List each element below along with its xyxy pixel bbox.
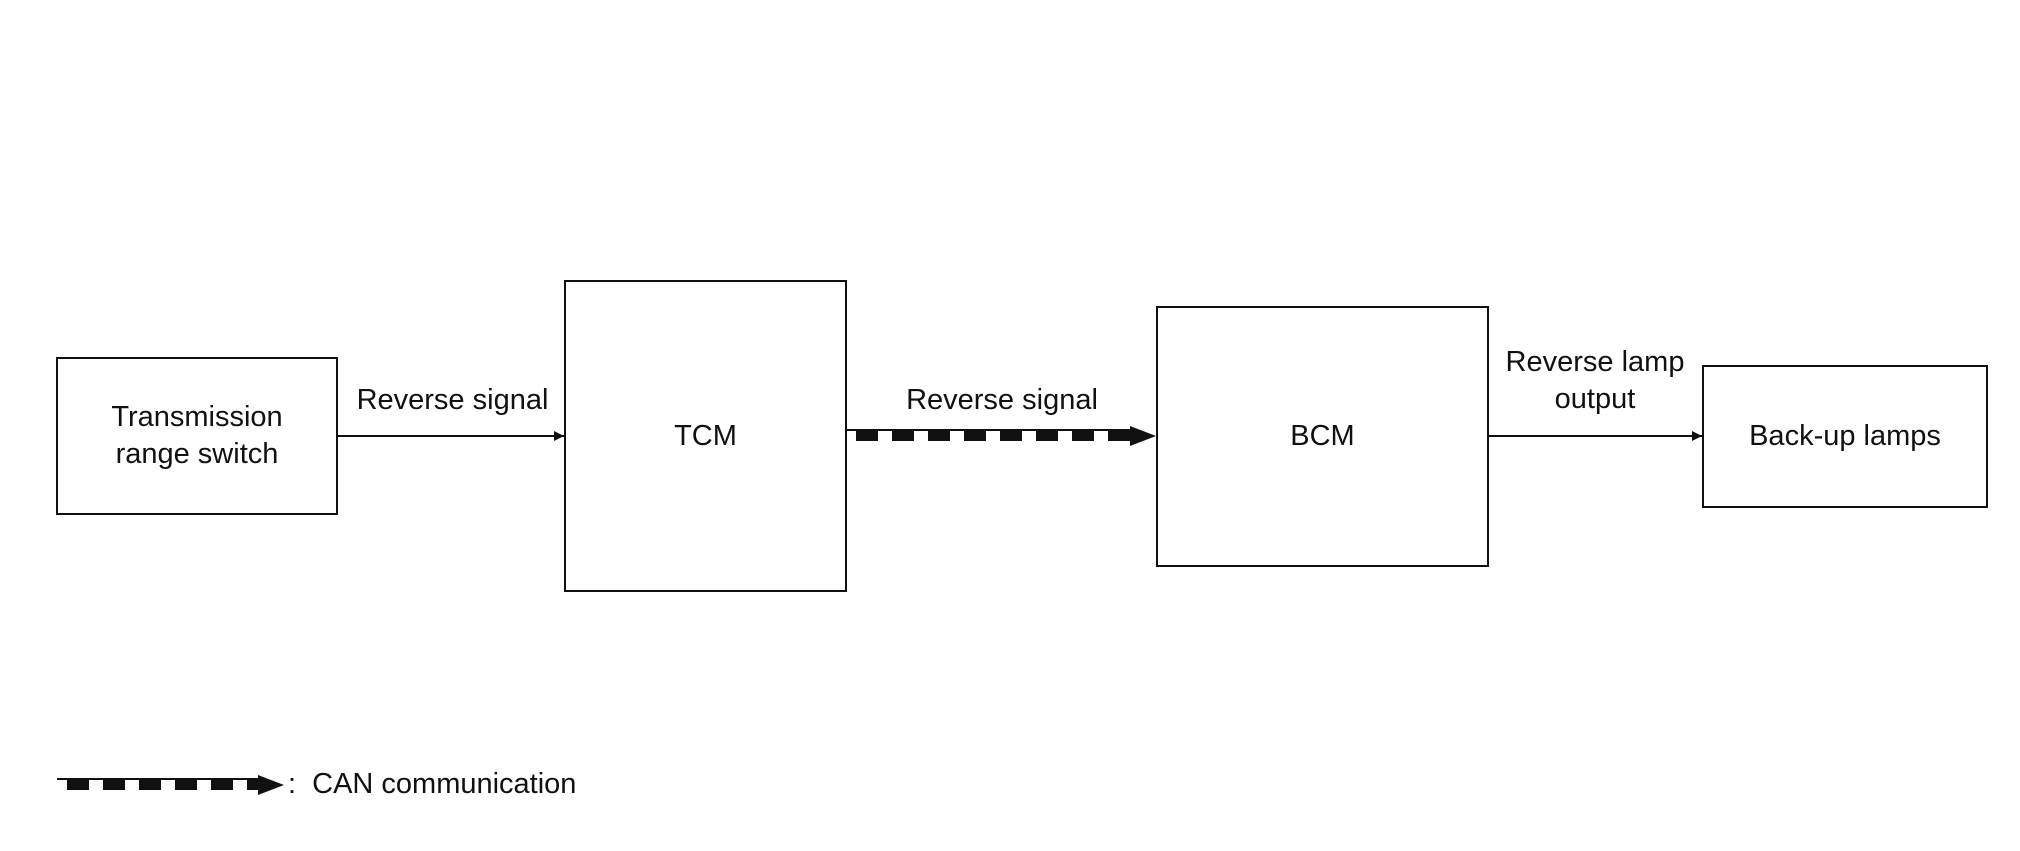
edge-label-bcm-to-backup-lamps-line2: output: [1554, 383, 1636, 415]
edge-label-bcm-to-backup-lamps-line1: Reverse lamp: [1505, 346, 1685, 378]
legend-can-arrow: [57, 775, 284, 795]
node-transmission-range-switch-line2: range switch: [115, 438, 279, 470]
node-bcm: BCM: [1156, 306, 1489, 567]
node-transmission-range-switch: Transmission range switch: [56, 357, 338, 515]
node-backup-lamps: Back-up lamps: [1702, 365, 1988, 508]
legend-colon: :: [288, 768, 297, 800]
node-tcm: TCM: [564, 280, 847, 592]
node-backup-lamps-label: Back-up lamps: [1749, 420, 1941, 452]
edge-label-tcm-to-bcm: Reverse signal: [906, 384, 1098, 416]
arrow-tcm-to-bcm-can: [846, 426, 1156, 446]
node-transmission-range-switch-line1: Transmission: [111, 401, 283, 433]
edge-label-switch-to-tcm: Reverse signal: [356, 384, 549, 416]
legend-text: CAN communication: [312, 768, 577, 800]
legend: : CAN communication: [288, 766, 576, 803]
node-bcm-label: BCM: [1290, 420, 1355, 452]
node-tcm-label: TCM: [674, 419, 737, 452]
edge-label-bcm-to-backup-lamps: Reverse lamp output: [1488, 344, 1702, 418]
